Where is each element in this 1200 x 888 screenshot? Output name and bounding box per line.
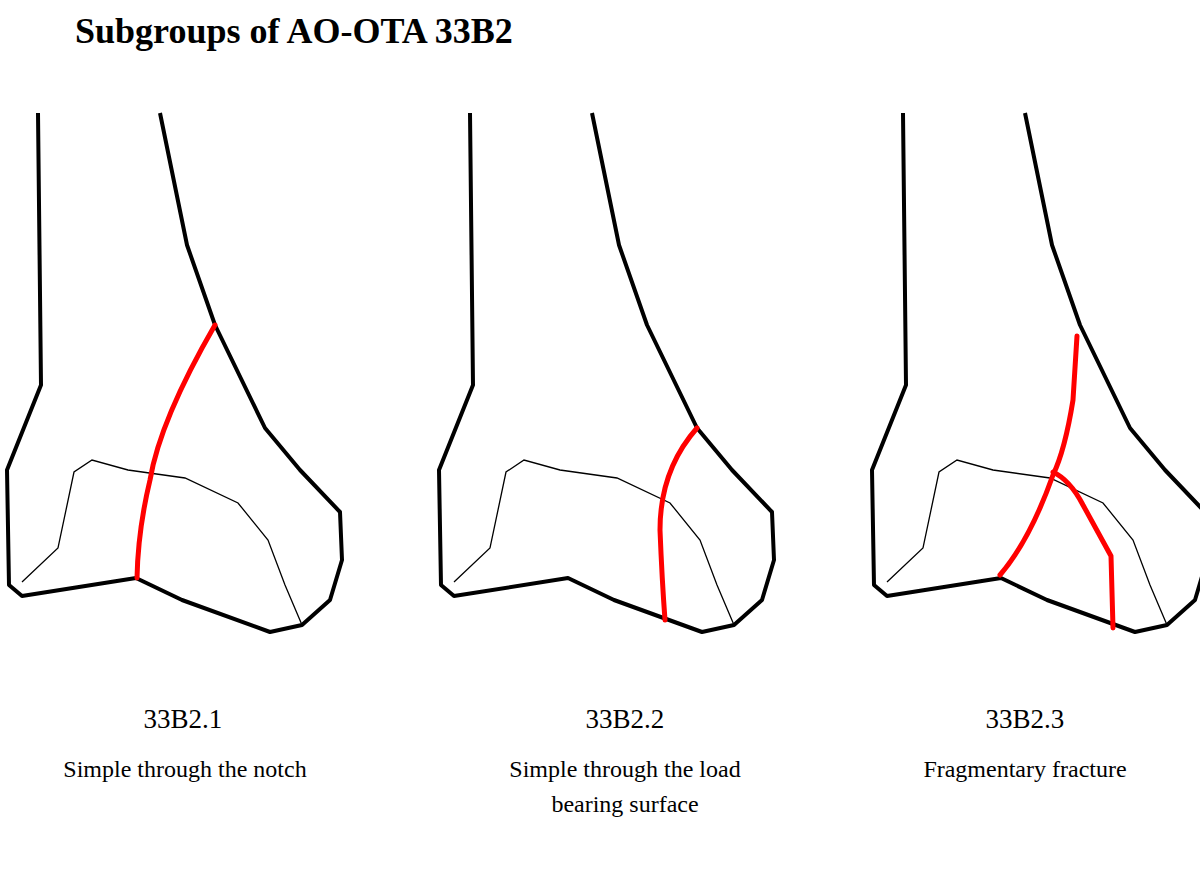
subgroup-description: Simple through the notch [25,752,345,787]
subgroup-code: 33B2.2 [475,700,775,739]
fracture-line [1000,336,1077,575]
femur-drawing [439,113,774,632]
femur-drawing [872,113,1200,632]
subgroup-code: 33B2.1 [33,700,333,739]
fracture-line [660,428,697,620]
femur-drawing [7,113,342,632]
figure-title: Subgroups of AO-OTA 33B2 [75,10,513,52]
fracture-line [1053,472,1113,628]
subgroup-description: Simple through the load bearing surface [490,752,760,822]
fracture-line [137,325,215,578]
subgroup-description: Fragmentary fracture [865,752,1185,787]
subgroup-code: 33B2.3 [875,700,1175,739]
